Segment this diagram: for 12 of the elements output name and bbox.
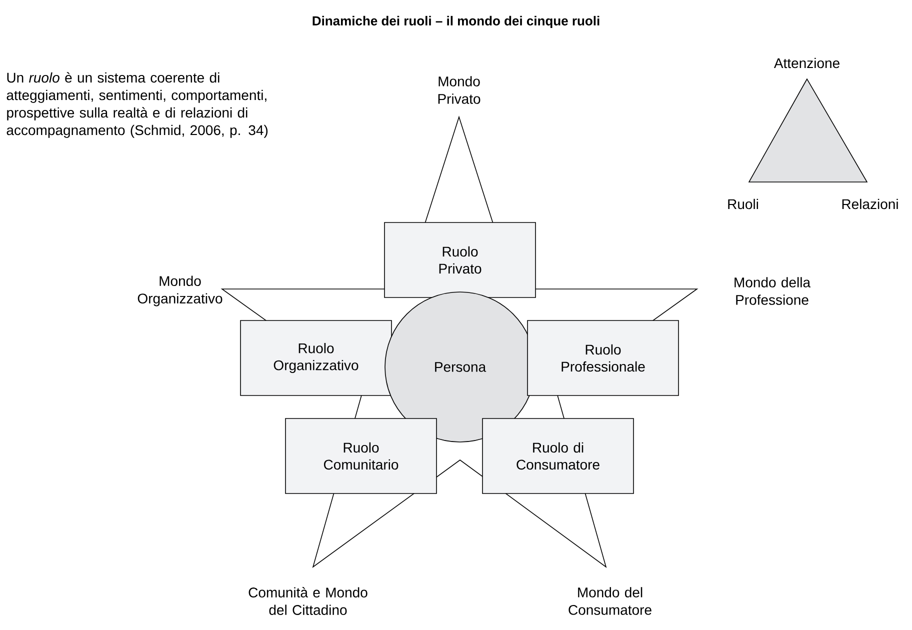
world-label: Mondo Organizzativo [138,276,222,306]
world-label: Mondo della Professione [734,277,811,305]
definition-text: Un ruolo è un sistema coerente di atteggiamenti, sentimenti, comportamenti, prospettive sulla realtà e di relazioni di accompagnamento (Schmid, 2006, p. 34) [6,72,268,138]
vertex-label: Ruoli [728,198,758,210]
vertex-label: Attenzione [774,58,840,68]
world-label: Mondo Privato [438,76,480,104]
vertex-label: Relazioni [842,198,898,210]
role-box: Ruolo Professionale [527,320,679,396]
title: Dinamiche dei ruoli – il mondo dei cinque ruoli [312,16,600,28]
world-label: Mondo del Consumatore [568,587,652,615]
role-box: Ruolo Organizzativo [240,320,392,396]
world-label: Comunità e Mondo del Cittadino [248,587,368,615]
